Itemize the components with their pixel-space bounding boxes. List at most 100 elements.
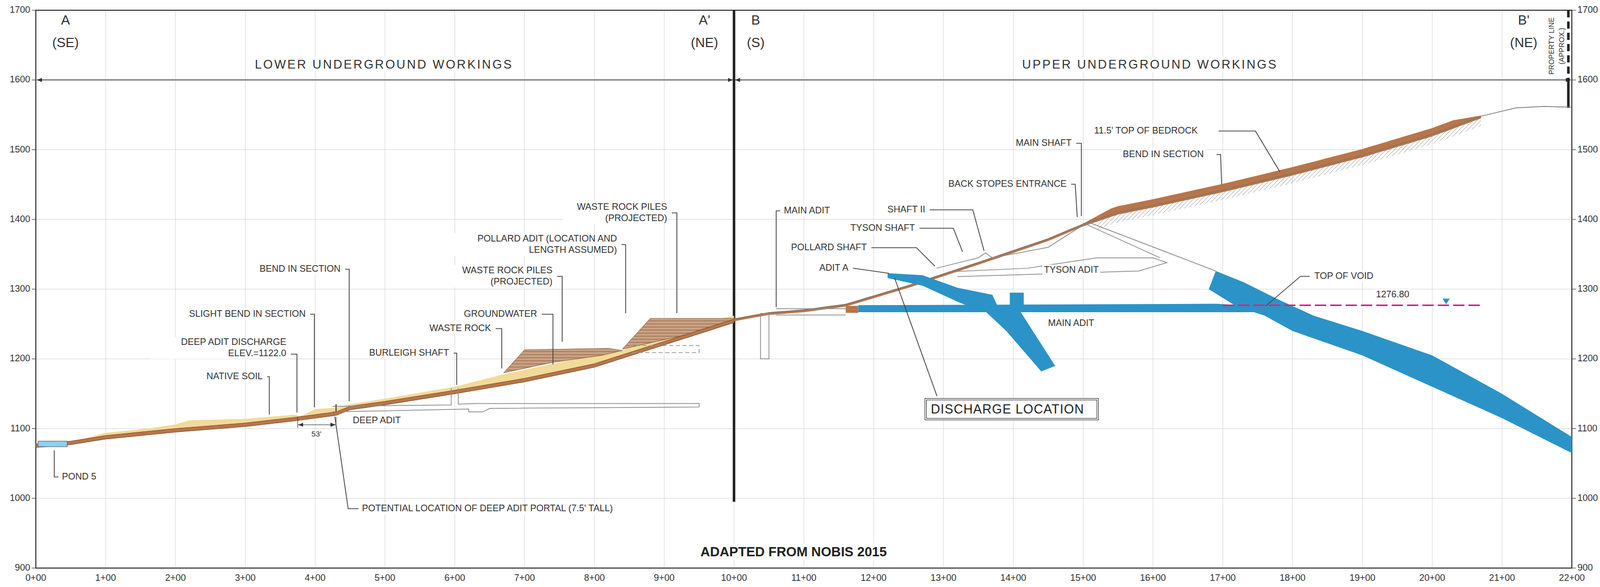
mine-working [936, 225, 1083, 269]
section-letter: B [749, 12, 762, 29]
grid-line [35, 289, 1572, 290]
axis-tick [31, 498, 36, 499]
callout-label: MAIN SHAFT [1014, 137, 1074, 149]
station-label: 21+00 [1487, 572, 1517, 585]
station-label: 22+00 [1557, 572, 1587, 585]
grid-line [35, 219, 1572, 220]
elevation-label: 1200 [8, 353, 32, 365]
station-label: 4+00 [303, 572, 328, 585]
callout-label: WASTE ROCK [428, 323, 493, 335]
section-letter: (S) [745, 34, 767, 51]
property-line [1567, 79, 1570, 109]
mine-working [950, 258, 1167, 277]
station-label: 12+00 [859, 572, 889, 585]
callout-label: BEND IN SECTION [1121, 148, 1206, 161]
elevation-label: 900 [13, 562, 32, 574]
leader-line [919, 228, 963, 252]
leader-line [671, 212, 677, 314]
section-letter: A [59, 12, 72, 29]
axis-tick [1571, 149, 1576, 151]
callout-label: POLLARD ADIT (LOCATION AND LENGTH ASSUME… [441, 233, 619, 256]
elevation-label: 900 [1575, 562, 1595, 574]
leader-line [267, 376, 270, 415]
property-line-label: PROPERTY LINE [1547, 15, 1556, 77]
frame [35, 10, 1572, 569]
station-label: 17+00 [1208, 572, 1238, 585]
axis-tick [1571, 428, 1576, 430]
callout-label: MAIN ADIT [782, 205, 832, 217]
station-label: 3+00 [233, 572, 258, 585]
leader-line [495, 328, 502, 369]
station-label: 7+00 [512, 572, 537, 585]
adit-portal [845, 306, 859, 314]
axis-tick [31, 428, 36, 430]
mine-working [1090, 223, 1216, 272]
callout-label: TYSON SHAFT [848, 222, 917, 234]
callout-label: ADIT A [817, 262, 850, 274]
section-letter: (NE) [1508, 34, 1539, 51]
grid-line [35, 428, 1572, 430]
elevation-label: 1300 [8, 283, 32, 295]
section-title: LOWER UNDERGROUND WORKINGS [253, 57, 516, 73]
grid-line [35, 79, 1572, 81]
deep-adit [332, 388, 452, 407]
callout-label: POLLARD SHAFT [789, 242, 869, 254]
station-label: 19+00 [1348, 572, 1378, 585]
callout-label: 11.5' TOP OF BEDROCK [1092, 125, 1200, 137]
mine-working [775, 308, 846, 310]
callout-label: NATIVE SOIL [204, 371, 265, 383]
grid-line [733, 10, 735, 569]
section-letter: B' [1516, 12, 1531, 29]
leader-line [1071, 184, 1078, 218]
elevation-label: 1000 [1575, 493, 1600, 505]
axis-tick [1571, 358, 1576, 360]
station-label: 5+00 [373, 572, 398, 585]
callout-label: TOP OF VOID [1312, 270, 1375, 283]
grid-line [35, 149, 1572, 151]
native-soil [77, 315, 735, 441]
callout-label: SLIGHT BEND IN SECTION [187, 308, 308, 320]
axis-tick [31, 79, 36, 81]
callout-label: TYSON ADIT [1042, 264, 1101, 276]
callout-label: SHAFT II [885, 204, 927, 216]
water-symbol [1442, 299, 1450, 305]
axis-tick [31, 10, 36, 11]
elevation-label: 1100 [1575, 423, 1599, 435]
callout-label: POND 5 [60, 471, 98, 483]
station-label: 10+00 [719, 572, 749, 585]
caption: ADAPTED FROM NOBIS 2015 [698, 544, 889, 561]
leader-line [334, 416, 359, 509]
section-title: UPPER UNDERGROUND WORKINGS [1020, 57, 1279, 73]
callout-label: MAIN ADIT [1046, 317, 1096, 330]
station-label: 2+00 [163, 572, 188, 585]
shaft [760, 313, 769, 360]
leader-line [1076, 143, 1082, 217]
axis-tick [1571, 219, 1576, 220]
section-letter: (NE) [689, 34, 720, 51]
station-label: 6+00 [442, 572, 467, 585]
station-label: 18+00 [1277, 572, 1308, 585]
void [985, 311, 1056, 372]
elevation-label: 1400 [1575, 214, 1600, 226]
extent-arrow [735, 79, 1571, 81]
waste-rock-pile [622, 318, 734, 350]
station-label: 13+00 [928, 572, 958, 585]
axis-tick [31, 568, 36, 569]
section-divider [732, 10, 736, 503]
leader-line [1265, 276, 1310, 307]
leader-line [54, 450, 59, 478]
leader-line [894, 278, 937, 397]
leader-line [852, 268, 889, 274]
elevation-label: 1700 [1575, 4, 1600, 16]
leader-line [929, 209, 985, 251]
grid [35, 10, 1572, 569]
void [1009, 292, 1024, 311]
callout-text: DISCHARGE LOCATION [930, 401, 1093, 417]
elevation-label: 1500 [1575, 144, 1600, 156]
axis-tick [1571, 289, 1576, 290]
leader-line [290, 354, 297, 413]
axis-tick [1571, 568, 1576, 569]
callout-label: BACK STOPES ENTRANCE [946, 178, 1069, 190]
station-label: 16+00 [1138, 572, 1168, 585]
